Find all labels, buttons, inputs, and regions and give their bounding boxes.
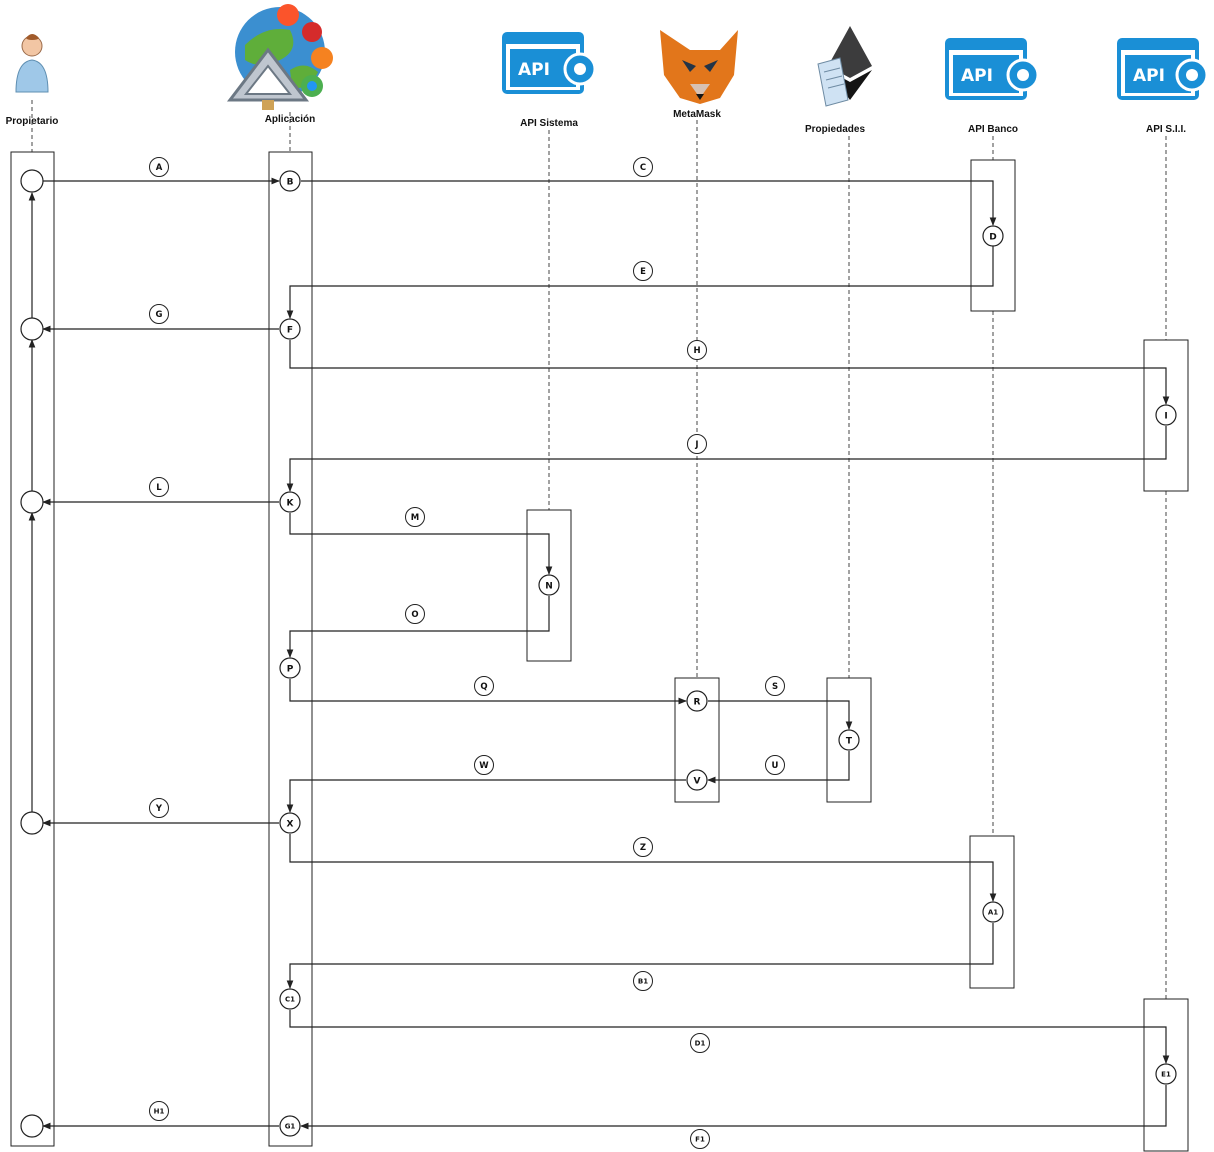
node-P: P bbox=[280, 658, 300, 678]
svg-text:G: G bbox=[156, 310, 163, 320]
step-A: A bbox=[150, 158, 169, 177]
node-X: X bbox=[280, 813, 300, 833]
step-Q: Q bbox=[475, 677, 494, 696]
node-E1: E1 bbox=[1156, 1064, 1176, 1084]
step-L: L bbox=[150, 478, 169, 497]
message-f1-line bbox=[301, 1085, 1166, 1126]
step-H1: H1 bbox=[150, 1102, 169, 1121]
owner-node-1 bbox=[21, 170, 43, 192]
svg-text:H1: H1 bbox=[154, 1108, 165, 1116]
api-banco-icon: API bbox=[945, 38, 1038, 100]
message-h-line bbox=[290, 340, 1166, 404]
step-O: O bbox=[406, 605, 425, 624]
node-K: K bbox=[280, 492, 300, 512]
svg-text:C1: C1 bbox=[285, 996, 295, 1004]
svg-text:H: H bbox=[693, 346, 700, 356]
svg-text:API: API bbox=[1133, 66, 1165, 86]
svg-text:R: R bbox=[694, 698, 701, 708]
svg-text:S: S bbox=[772, 682, 778, 692]
owner-node-2 bbox=[21, 318, 43, 340]
svg-text:V: V bbox=[694, 777, 701, 787]
actor-label-api-sii: API S.I.I. bbox=[1146, 124, 1186, 135]
svg-text:O: O bbox=[411, 610, 418, 620]
actor-label-api-banco: API Banco bbox=[968, 124, 1018, 135]
svg-text:K: K bbox=[287, 499, 295, 509]
actor-label-api-sistema: API Sistema bbox=[520, 118, 578, 129]
step-G: G bbox=[150, 305, 169, 324]
actor-label-propiedades: Propiedades bbox=[805, 124, 865, 135]
step-W: W bbox=[475, 756, 494, 775]
svg-text:M: M bbox=[411, 513, 419, 523]
node-R: R bbox=[687, 691, 707, 711]
node-A1: A1 bbox=[983, 902, 1003, 922]
svg-text:F1: F1 bbox=[695, 1136, 705, 1144]
api-sistema-icon: API bbox=[502, 32, 595, 94]
message-w-line bbox=[290, 780, 686, 812]
svg-text:E1: E1 bbox=[1161, 1071, 1171, 1079]
step-F1: F1 bbox=[691, 1130, 710, 1149]
step-E: E bbox=[634, 262, 653, 281]
node-T: T bbox=[839, 730, 859, 750]
node-V: V bbox=[687, 770, 707, 790]
svg-text:Q: Q bbox=[480, 682, 487, 692]
step-B1: B1 bbox=[634, 972, 653, 991]
svg-text:D1: D1 bbox=[695, 1040, 706, 1048]
step-C: C bbox=[634, 158, 653, 177]
svg-text:F: F bbox=[287, 326, 293, 336]
step-Y: Y bbox=[150, 799, 169, 818]
svg-text:G1: G1 bbox=[285, 1123, 296, 1131]
svg-text:API: API bbox=[961, 66, 993, 86]
metamask-fox-icon bbox=[660, 30, 738, 104]
svg-text:Y: Y bbox=[155, 804, 163, 814]
owner-node-5 bbox=[21, 1115, 43, 1137]
node-B: B bbox=[280, 171, 300, 191]
svg-text:U: U bbox=[772, 761, 779, 771]
svg-text:X: X bbox=[287, 820, 294, 830]
svg-text:J: J bbox=[694, 440, 698, 450]
svg-text:C: C bbox=[640, 163, 646, 173]
step-U: U bbox=[766, 756, 785, 775]
ethereum-document-icon bbox=[818, 26, 872, 106]
svg-text:I: I bbox=[1164, 412, 1167, 422]
step-J: J bbox=[688, 435, 707, 454]
svg-text:D: D bbox=[989, 233, 996, 243]
svg-text:B: B bbox=[287, 178, 294, 188]
node-C1: C1 bbox=[280, 989, 300, 1009]
node-D: D bbox=[983, 226, 1003, 246]
svg-text:T: T bbox=[846, 737, 853, 747]
step-H: H bbox=[688, 341, 707, 360]
node-I: I bbox=[1156, 405, 1176, 425]
step-Z: Z bbox=[634, 838, 653, 857]
step-D1: D1 bbox=[691, 1034, 710, 1053]
app-browsers-icon bbox=[230, 4, 333, 110]
svg-text:L: L bbox=[156, 483, 162, 493]
svg-text:E: E bbox=[640, 267, 646, 277]
api-sii-icon: API bbox=[1117, 38, 1207, 100]
step-S: S bbox=[766, 677, 785, 696]
owner-node-3 bbox=[21, 491, 43, 513]
user-icon bbox=[16, 34, 48, 92]
svg-text:A1: A1 bbox=[988, 909, 998, 917]
svg-text:A: A bbox=[156, 163, 163, 173]
step-M: M bbox=[406, 508, 425, 527]
owner-node-4 bbox=[21, 812, 43, 834]
actor-label-metamask: MetaMask bbox=[673, 109, 721, 120]
svg-text:W: W bbox=[479, 761, 489, 771]
svg-text:N: N bbox=[545, 582, 553, 592]
svg-text:Z: Z bbox=[640, 843, 646, 853]
message-d1-line bbox=[290, 1010, 1166, 1063]
node-G1: G1 bbox=[280, 1116, 300, 1136]
svg-text:P: P bbox=[287, 665, 294, 675]
svg-text:API: API bbox=[518, 60, 550, 80]
svg-text:B1: B1 bbox=[638, 978, 648, 986]
message-c-line bbox=[301, 181, 993, 225]
message-j-line bbox=[290, 426, 1166, 491]
message-e-line bbox=[290, 246, 993, 318]
node-N: N bbox=[539, 575, 559, 595]
node-F: F bbox=[280, 319, 300, 339]
